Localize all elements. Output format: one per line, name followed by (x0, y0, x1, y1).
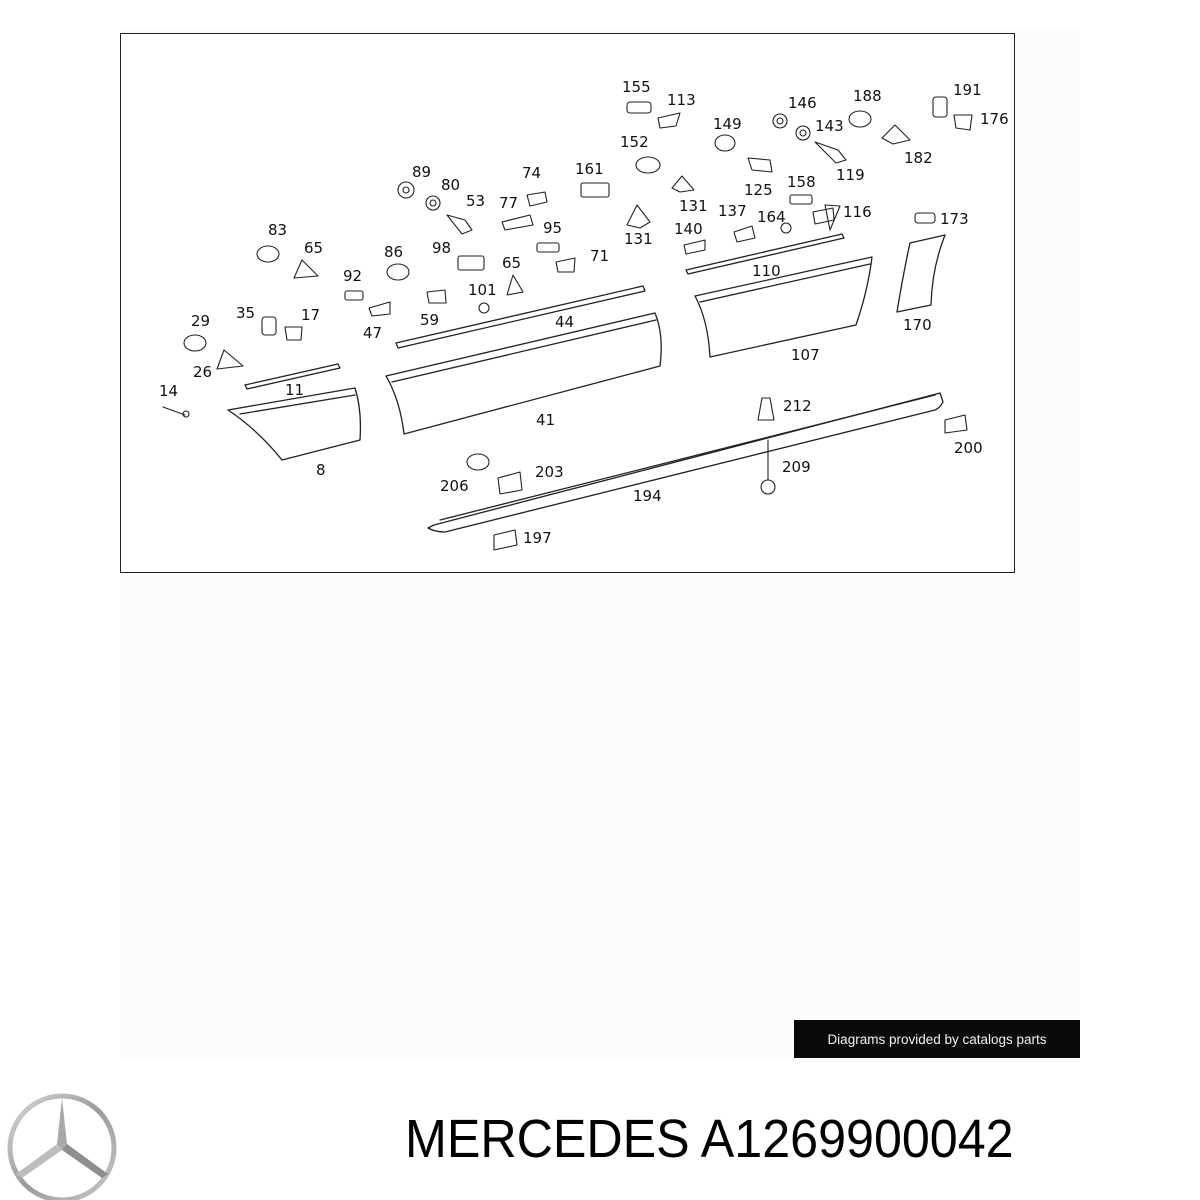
part-label: 131 (624, 230, 653, 248)
part-label: 74 (522, 164, 542, 182)
part-label: 44 (555, 313, 575, 331)
strip-part-110 (685, 233, 845, 275)
part-label: 95 (543, 219, 563, 237)
part-label: 125 (744, 181, 773, 199)
credit-badge: Diagrams provided by catalogs parts (794, 1020, 1080, 1058)
strip-part-44 (395, 285, 646, 349)
part-label: 71 (590, 247, 610, 265)
part-label: 200 (954, 439, 983, 457)
part-label: 170 (903, 316, 932, 334)
part-label: 149 (713, 115, 742, 133)
part-label: 194 (633, 487, 662, 505)
parts-diagram-drawing (162, 96, 973, 551)
part-label: 119 (836, 166, 865, 184)
part-label: 173 (940, 210, 969, 228)
part-label: 47 (363, 324, 383, 342)
part-label: 107 (791, 346, 820, 364)
part-label: 59 (420, 311, 440, 329)
small-clip-parts (162, 96, 973, 551)
part-label: 182 (904, 149, 933, 167)
part-label: 209 (782, 458, 811, 476)
molding-part-107 (694, 256, 873, 358)
part-label: 197 (523, 529, 552, 547)
part-label: 164 (757, 208, 786, 226)
part-label: 158 (787, 173, 816, 191)
trim-part-170 (896, 234, 946, 313)
part-label: 143 (815, 117, 844, 135)
part-label: 11 (285, 381, 305, 399)
part-label: 26 (193, 363, 213, 381)
part-label: 41 (536, 411, 556, 429)
part-label: 161 (575, 160, 604, 178)
part-label: 89 (412, 163, 432, 181)
part-label: 17 (301, 306, 321, 324)
part-label: 83 (268, 221, 288, 239)
part-label: 131 (679, 197, 708, 215)
part-label: 110 (752, 262, 781, 280)
part-label: 212 (783, 397, 812, 415)
part-label: 53 (466, 192, 486, 210)
part-label: 65 (502, 254, 522, 272)
part-label: 65 (304, 239, 324, 257)
part-label: 77 (499, 194, 519, 212)
credit-text: Diagrams provided by catalogs parts (827, 1031, 1047, 1047)
part-label: 203 (535, 463, 564, 481)
page-title: MERCEDES A1269900042 (405, 1109, 1014, 1169)
mercedes-star-icon (7, 1093, 117, 1200)
part-label: 137 (718, 202, 747, 220)
part-label: 101 (468, 281, 497, 299)
part-label: 14 (159, 382, 179, 400)
part-label: 29 (191, 312, 211, 330)
part-label: 188 (853, 87, 882, 105)
sill-part-194 (427, 392, 944, 533)
part-label: 80 (441, 176, 461, 194)
molding-part-41 (385, 312, 662, 435)
part-label: 92 (343, 267, 363, 285)
part-label: 113 (667, 91, 696, 109)
molding-part-8 (227, 387, 362, 461)
part-label: 152 (620, 133, 649, 151)
part-label: 116 (843, 203, 872, 221)
part-label: 176 (980, 110, 1009, 128)
part-label: 146 (788, 94, 817, 112)
part-label: 35 (236, 304, 256, 322)
part-label: 98 (432, 239, 452, 257)
part-label: 8 (316, 461, 326, 479)
part-label: 191 (953, 81, 982, 99)
part-label: 155 (622, 78, 651, 96)
part-label: 206 (440, 477, 469, 495)
strip-part-11 (244, 363, 341, 390)
part-label: 86 (384, 243, 404, 261)
part-label: 140 (674, 220, 703, 238)
